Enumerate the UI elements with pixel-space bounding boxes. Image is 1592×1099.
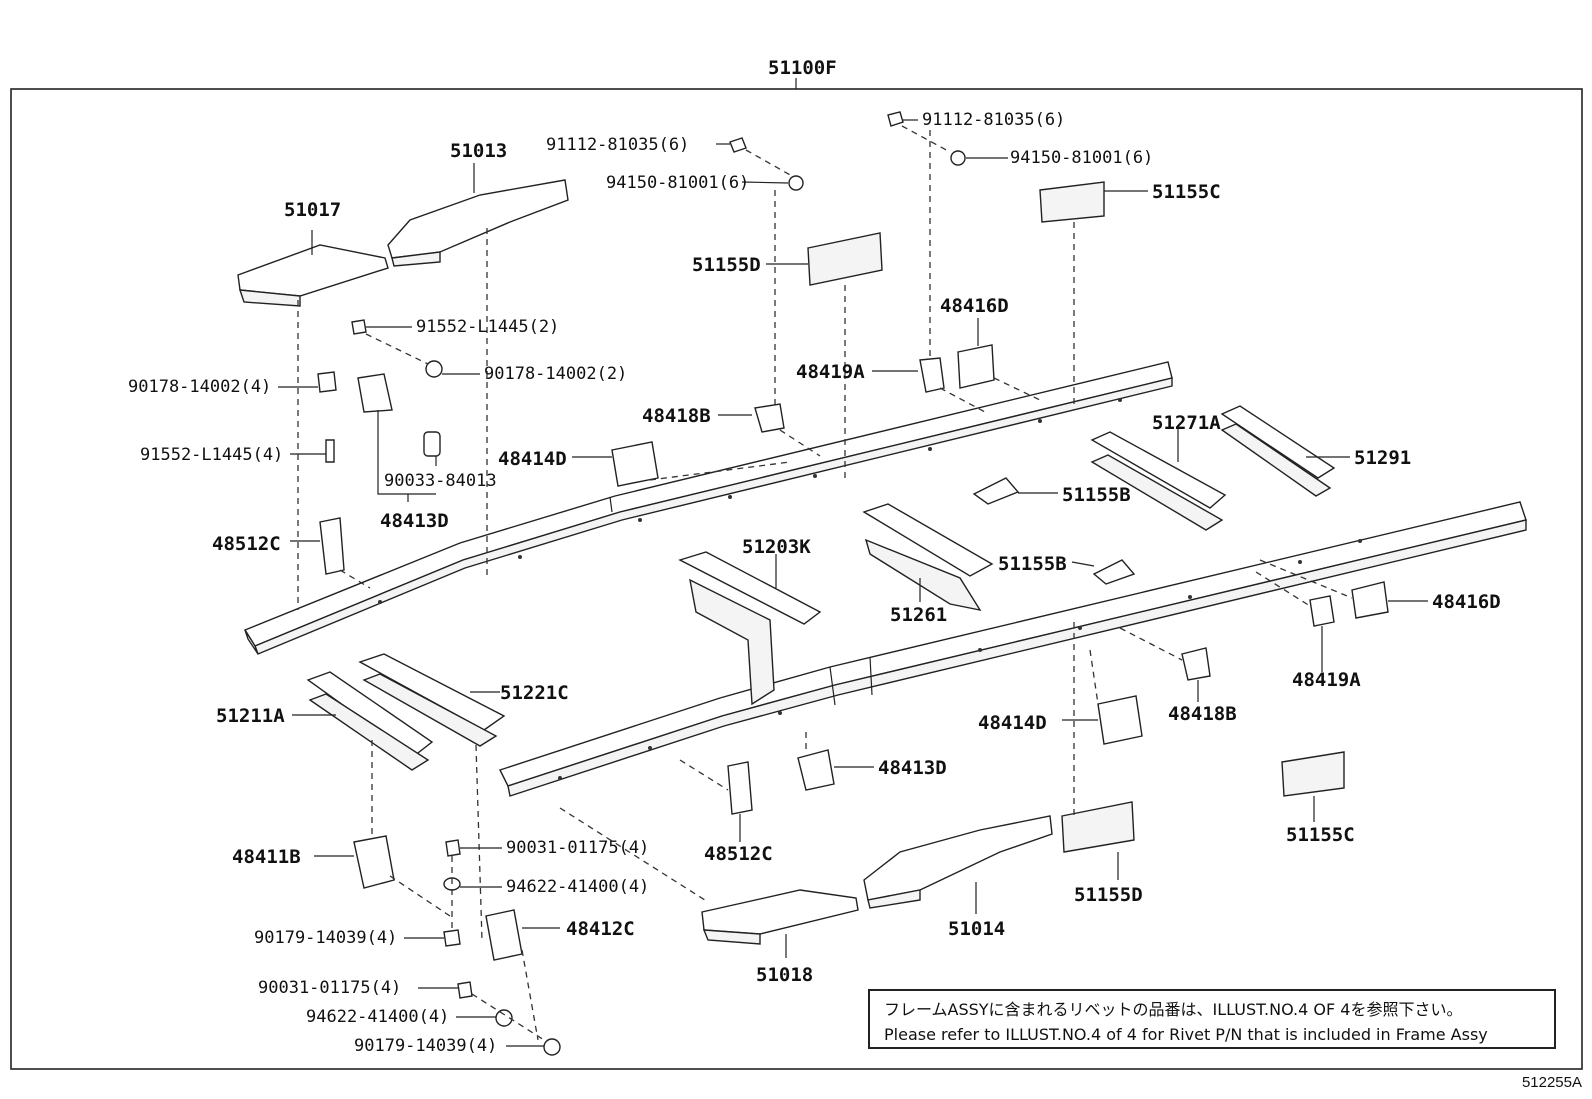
label-48414D-right: 48414D <box>978 712 1047 734</box>
label-nut-b: 94150-81001(6) <box>1010 148 1153 168</box>
part-48411B <box>314 835 451 917</box>
label-48416D-right: 48416D <box>1432 591 1501 613</box>
rivet-note-jp: フレームASSYに含まれるリベットの品番は、ILLUST.NO.4 OF 4を参… <box>884 1000 1463 1019</box>
part-51018 <box>559 807 859 958</box>
left-frame-rail <box>243 361 1173 655</box>
part-48413D-bottom <box>797 732 874 791</box>
part-51014 <box>863 815 1053 914</box>
part-51155C-top <box>1039 181 1148 410</box>
label-48512C-top: 48512C <box>212 533 281 555</box>
part-51291 <box>1220 405 1350 497</box>
label-48418B-top: 48418B <box>642 405 711 427</box>
part-48418B-top <box>718 403 821 457</box>
label-51018: 51018 <box>756 964 813 986</box>
label-51155B-b: 51155B <box>998 553 1067 575</box>
label-51211A: 51211A <box>216 705 285 727</box>
label-94622-b: 94622-41400(4) <box>306 1007 449 1027</box>
label-94622-a: 94622-41400(4) <box>506 877 649 897</box>
label-90179-a: 90179-14039(4) <box>254 928 397 948</box>
part-51155B-a <box>972 477 1058 505</box>
part-51155D-bottom <box>1061 622 1135 880</box>
part-48419A-top <box>872 357 986 413</box>
label-48416D-top: 48416D <box>940 295 1009 317</box>
label-bolt-a: 91112-81035(6) <box>546 135 689 155</box>
label-51155C-top: 51155C <box>1152 181 1221 203</box>
part-51155B-b <box>1071 559 1136 585</box>
label-51261: 51261 <box>890 604 947 626</box>
part-51013 <box>387 163 569 575</box>
fasteners-bottom <box>404 839 561 1056</box>
label-48412C: 48412C <box>566 918 635 940</box>
label-51271A: 51271A <box>1152 412 1221 434</box>
part-48419A-right <box>1255 571 1335 672</box>
part-48418B-right <box>1119 627 1211 702</box>
part-51211A <box>292 671 434 840</box>
rivet-note-en: Please refer to ILLUST.NO.4 of 4 for Riv… <box>884 1025 1488 1044</box>
label-90033: 90033-84013 <box>384 471 497 491</box>
label-48411B: 48411B <box>232 846 301 868</box>
label-90031-b: 90031-01175(4) <box>258 978 401 998</box>
label-51155D-bottom: 51155D <box>1074 884 1143 906</box>
label-51155C-bottom: 51155C <box>1286 824 1355 846</box>
part-51203K <box>678 551 822 706</box>
label-48419A-top: 48419A <box>796 361 865 383</box>
part-51271A <box>1090 425 1227 531</box>
part-51261 <box>862 503 994 612</box>
part-48414D-right <box>1062 649 1143 745</box>
label-51013: 51013 <box>450 140 507 162</box>
assembly-label: 51100F <box>768 57 837 79</box>
part-51017 <box>237 230 389 610</box>
fasteners-left <box>278 319 480 502</box>
label-48413D-bottom: 48413D <box>878 757 947 779</box>
label-48413D-top: 48413D <box>380 510 449 532</box>
right-frame-rail <box>499 501 1527 797</box>
label-51203K: 51203K <box>742 536 811 558</box>
part-48414D-top <box>572 441 791 487</box>
part-51155C-bottom <box>1281 751 1345 822</box>
part-51221C <box>358 653 506 941</box>
label-48414D-top: 48414D <box>498 448 567 470</box>
part-48512C-top <box>290 517 371 589</box>
label-91552-2: 91552-L1445(2) <box>416 317 559 337</box>
part-51155D-top <box>766 232 883 480</box>
label-51017: 51017 <box>284 199 341 221</box>
part-48512C-bottom <box>679 759 753 842</box>
label-48418B-right: 48418B <box>1168 703 1237 725</box>
label-51014: 51014 <box>948 918 1005 940</box>
label-51155D-top: 51155D <box>692 254 761 276</box>
label-91552-4: 91552-L1445(4) <box>140 445 283 465</box>
label-90031-a: 90031-01175(4) <box>506 838 649 858</box>
label-48512C-bottom: 48512C <box>704 843 773 865</box>
label-90178-2: 90178-14002(2) <box>484 364 627 384</box>
label-51291: 51291 <box>1354 447 1411 469</box>
label-bolt-b: 91112-81035(6) <box>922 110 1065 130</box>
label-51221C: 51221C <box>500 682 569 704</box>
figure-code: 512255A <box>1521 1074 1582 1091</box>
label-90179-b: 90179-14039(4) <box>354 1036 497 1056</box>
part-48416D-top <box>957 318 1041 401</box>
bolt-set-b <box>887 111 1008 365</box>
rivet-note: フレームASSYに含まれるリベットの品番は、ILLUST.NO.4 OF 4を参… <box>868 989 1556 1049</box>
label-51155B-a: 51155B <box>1062 484 1131 506</box>
label-nut-a: 94150-81001(6) <box>606 173 749 193</box>
part-48416D-right <box>1259 559 1428 619</box>
label-90178-4: 90178-14002(4) <box>128 377 271 397</box>
label-48419A-right: 48419A <box>1292 669 1361 691</box>
bolt-set-a <box>716 137 804 405</box>
